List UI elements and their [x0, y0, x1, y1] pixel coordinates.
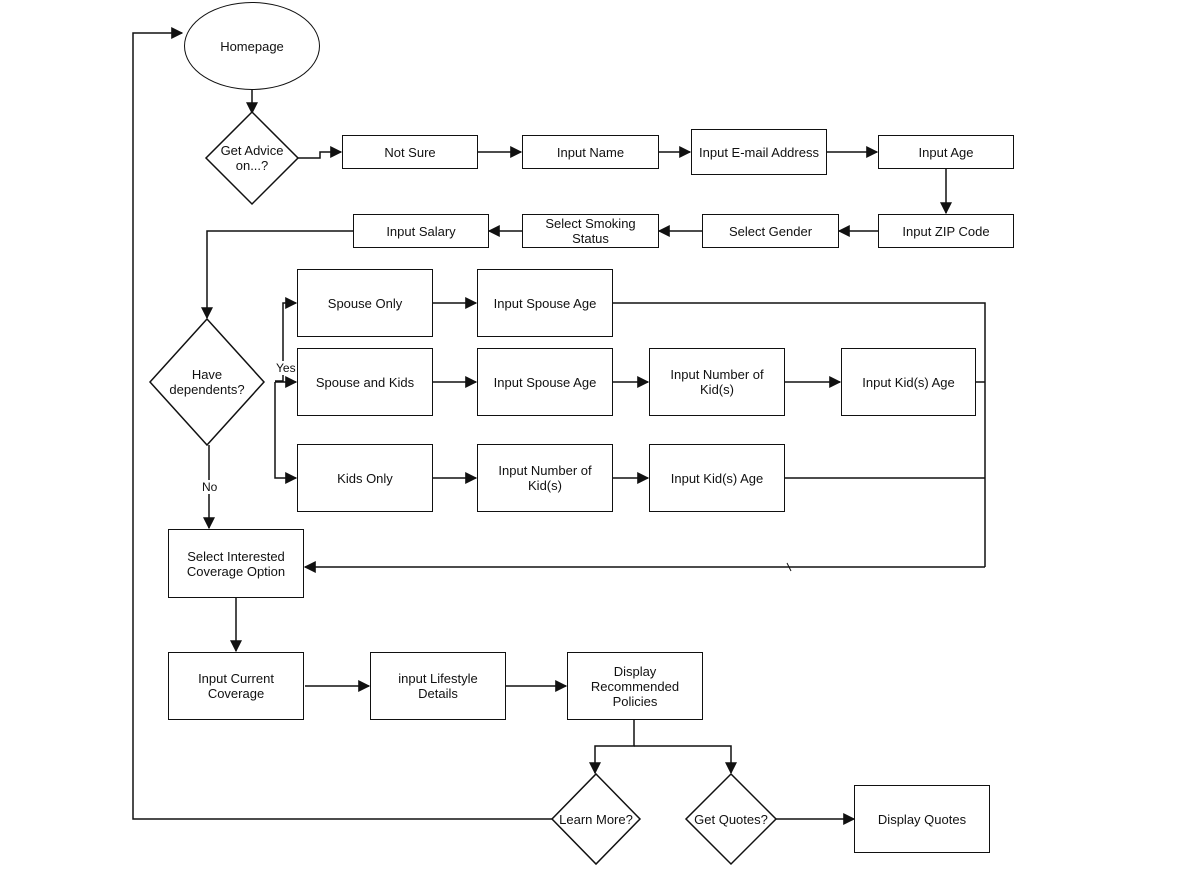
node-kids-only-label: Kids Only	[337, 470, 393, 486]
node-spouse-only-label: Spouse Only	[327, 295, 403, 311]
node-homepage: Homepage	[184, 2, 320, 90]
edge-get-advice-to-not-sure	[298, 146, 343, 159]
node-input-kids-age-1: Input Kid(s) Age	[841, 348, 976, 416]
node-spouse-and-kids: Spouse and Kids	[297, 348, 433, 416]
edge-dependents-to-kids-only	[274, 382, 298, 484]
node-kids-only: Kids Only	[297, 444, 433, 512]
node-select-smoking-label: Select Smoking Status	[545, 216, 636, 246]
node-input-num-kids-2-label: Input Number of Kid(s)	[498, 463, 592, 493]
edge-label-no: No	[201, 480, 219, 494]
decision-get-quotes-label: Get Quotes?	[694, 811, 768, 827]
node-input-lifestyle-label: input Lifestyle Details	[398, 671, 478, 701]
node-input-age: Input Age	[878, 135, 1014, 169]
node-select-gender: Select Gender	[702, 214, 839, 248]
decision-get-advice: Get Advice on...?	[210, 138, 294, 178]
node-input-spouse-age-2: Input Spouse Age	[477, 348, 613, 416]
edge-spouse-age-to-coverage	[596, 302, 986, 567]
node-select-smoking: Select Smoking Status	[522, 214, 659, 248]
node-input-zip-label: Input ZIP Code	[902, 223, 990, 239]
node-input-current-coverage-label: Input Current Coverage	[198, 671, 274, 701]
node-input-name: Input Name	[522, 135, 659, 169]
decision-get-quotes-shape	[684, 772, 778, 866]
node-display-quotes-label: Display Quotes	[877, 811, 967, 827]
node-input-kids-age-2-label: Input Kid(s) Age	[670, 470, 764, 486]
node-display-recommended-label: Display Recommended Policies	[590, 663, 680, 709]
decision-learn-more: Learn More?	[554, 808, 638, 830]
node-not-sure: Not Sure	[342, 135, 478, 169]
node-select-coverage-label: Select Interested Coverage Option	[186, 548, 286, 579]
rail-tick	[786, 562, 792, 572]
node-not-sure-label: Not Sure	[384, 144, 436, 160]
decision-have-dependents-shape	[148, 317, 266, 447]
node-display-quotes: Display Quotes	[854, 785, 990, 853]
node-select-coverage: Select Interested Coverage Option	[168, 529, 304, 598]
decision-get-advice-shape	[204, 110, 300, 206]
node-input-age-label: Input Age	[918, 144, 974, 160]
node-input-email-label: Input E-mail Address	[699, 144, 819, 160]
edge-salary-to-dependents	[201, 230, 353, 320]
node-display-recommended: Display Recommended Policies	[567, 652, 703, 720]
edge-label-yes: Yes	[275, 361, 297, 375]
node-input-email: Input E-mail Address	[691, 129, 827, 175]
node-input-kids-age-1-label: Input Kid(s) Age	[862, 374, 955, 390]
node-input-zip: Input ZIP Code	[878, 214, 1014, 248]
node-spouse-only: Spouse Only	[297, 269, 433, 337]
node-input-salary: Input Salary	[353, 214, 489, 248]
edge-display-to-get-quotes	[634, 745, 737, 775]
decision-get-quotes: Get Quotes?	[688, 808, 774, 830]
decision-learn-more-label: Learn More?	[559, 811, 633, 827]
node-input-num-kids-2: Input Number of Kid(s)	[477, 444, 613, 512]
node-input-spouse-age-1: Input Spouse Age	[477, 269, 613, 337]
edge-learn-more-to-homepage	[132, 27, 552, 820]
node-input-spouse-age-1-label: Input Spouse Age	[493, 295, 597, 311]
node-input-kids-age-2: Input Kid(s) Age	[649, 444, 785, 512]
node-input-spouse-age-2-label: Input Spouse Age	[493, 374, 597, 390]
edge-display-split	[589, 720, 635, 775]
edge-dependents-to-spouse-only	[275, 297, 298, 382]
node-input-name-label: Input Name	[556, 144, 625, 160]
node-homepage-label: Homepage	[220, 38, 284, 54]
decision-have-dependents-label: Have dependents?	[169, 367, 245, 397]
node-spouse-and-kids-label: Spouse and Kids	[315, 374, 415, 390]
node-input-salary-label: Input Salary	[386, 223, 456, 239]
decision-have-dependents: Have dependents?	[158, 362, 256, 402]
node-input-lifestyle: input Lifestyle Details	[370, 652, 506, 720]
node-input-num-kids-1-label: Input Number of Kid(s)	[670, 367, 764, 397]
node-input-num-kids-1: Input Number of Kid(s)	[649, 348, 785, 416]
node-select-gender-label: Select Gender	[728, 223, 813, 239]
node-input-current-coverage: Input Current Coverage	[168, 652, 304, 720]
decision-get-advice-label: Get Advice on...?	[220, 143, 284, 173]
decision-learn-more-shape	[550, 772, 642, 866]
